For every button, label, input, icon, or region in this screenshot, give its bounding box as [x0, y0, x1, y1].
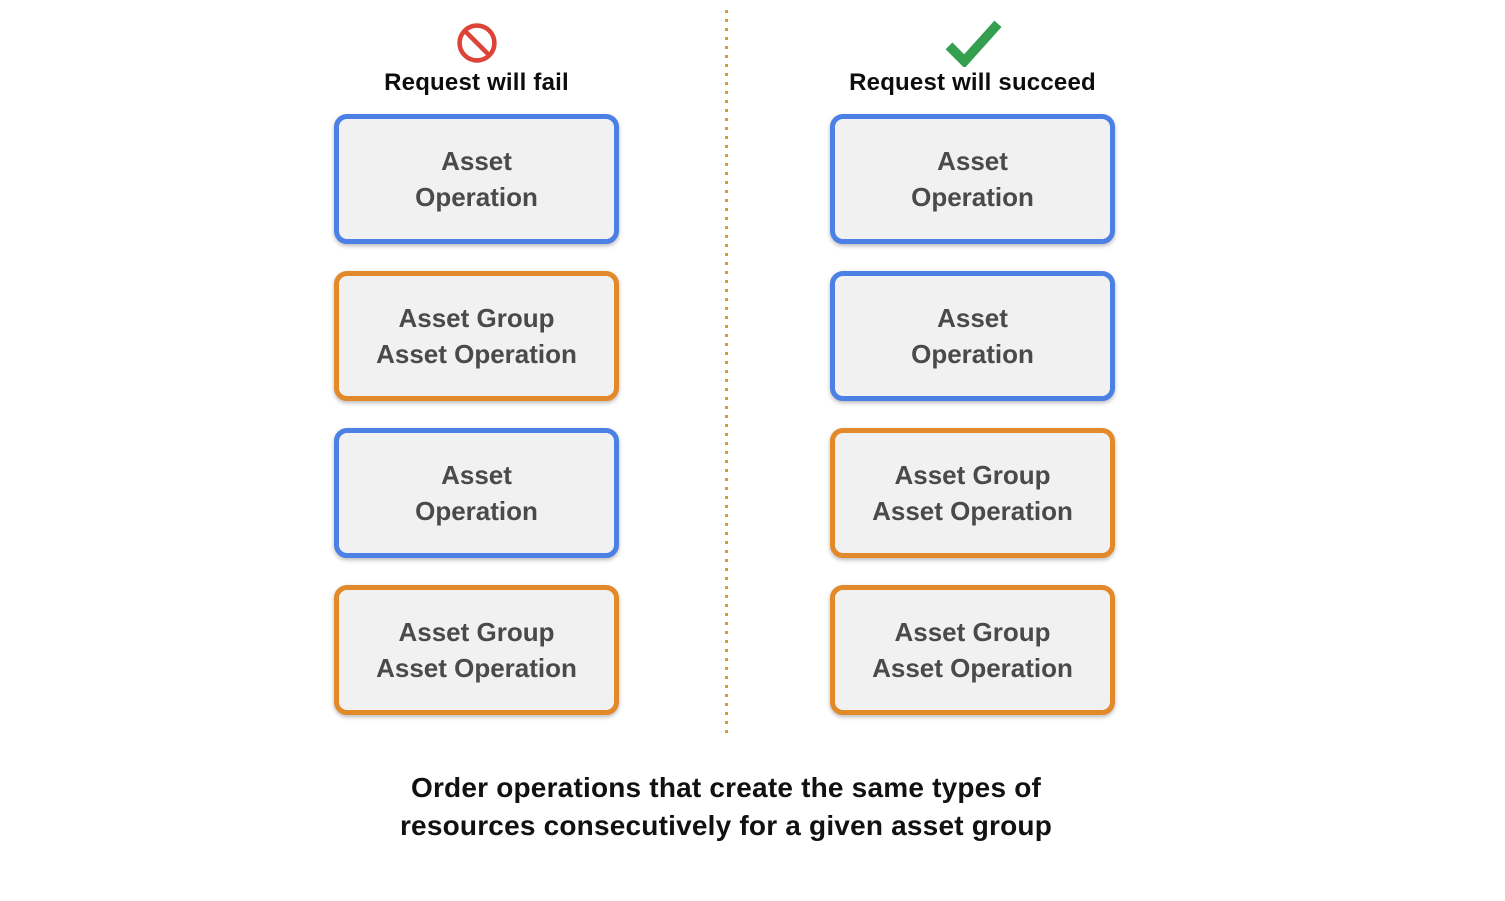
fail-column: Request will fail Asset Operation Asset …: [334, 0, 619, 715]
box-label-line: Asset Group: [894, 617, 1051, 647]
box-label-line: Asset Group: [398, 303, 555, 333]
box-label-line: Asset Group: [398, 617, 555, 647]
diagram-caption: Order operations that create the same ty…: [0, 769, 1452, 845]
success-box-2: Asset Operation: [830, 271, 1115, 401]
box-label-line: Operation: [911, 339, 1034, 369]
fail-box-1: Asset Operation: [334, 114, 619, 244]
fail-column-title: Request will fail: [384, 69, 569, 96]
fail-box-3: Asset Operation: [334, 428, 619, 558]
caption-line-2: resources consecutively for a given asse…: [399, 810, 1053, 841]
success-box-3: Asset Group Asset Operation: [830, 428, 1115, 558]
success-column-title: Request will succeed: [849, 69, 1096, 96]
box-label-line: Asset Operation: [872, 496, 1073, 526]
box-label-line: Asset Operation: [376, 339, 577, 369]
checkmark-icon-svg: [945, 20, 1002, 67]
success-box-1: Asset Operation: [830, 114, 1115, 244]
box-label-line: Asset Operation: [872, 653, 1073, 683]
box-label-line: Asset: [937, 303, 1008, 333]
checkmark-icon: [944, 20, 1002, 67]
fail-box-2: Asset Group Asset Operation: [334, 271, 619, 401]
box-label-line: Operation: [415, 182, 538, 212]
box-label-line: Operation: [415, 496, 538, 526]
box-label-line: Asset: [441, 146, 512, 176]
prohibition-icon: [455, 20, 499, 66]
box-label-line: Operation: [911, 182, 1034, 212]
success-column: Request will succeed Asset Operation Ass…: [830, 0, 1115, 715]
success-box-4: Asset Group Asset Operation: [830, 585, 1115, 715]
box-label-line: Asset Operation: [376, 653, 577, 683]
prohibition-icon-svg: [456, 23, 497, 63]
box-label-line: Asset: [937, 146, 1008, 176]
box-label-line: Asset: [441, 460, 512, 490]
caption-line-1: Order operations that create the same ty…: [410, 772, 1042, 803]
box-label-line: Asset Group: [894, 460, 1051, 490]
dotted-column-divider: [725, 10, 728, 737]
fail-box-4: Asset Group Asset Operation: [334, 585, 619, 715]
